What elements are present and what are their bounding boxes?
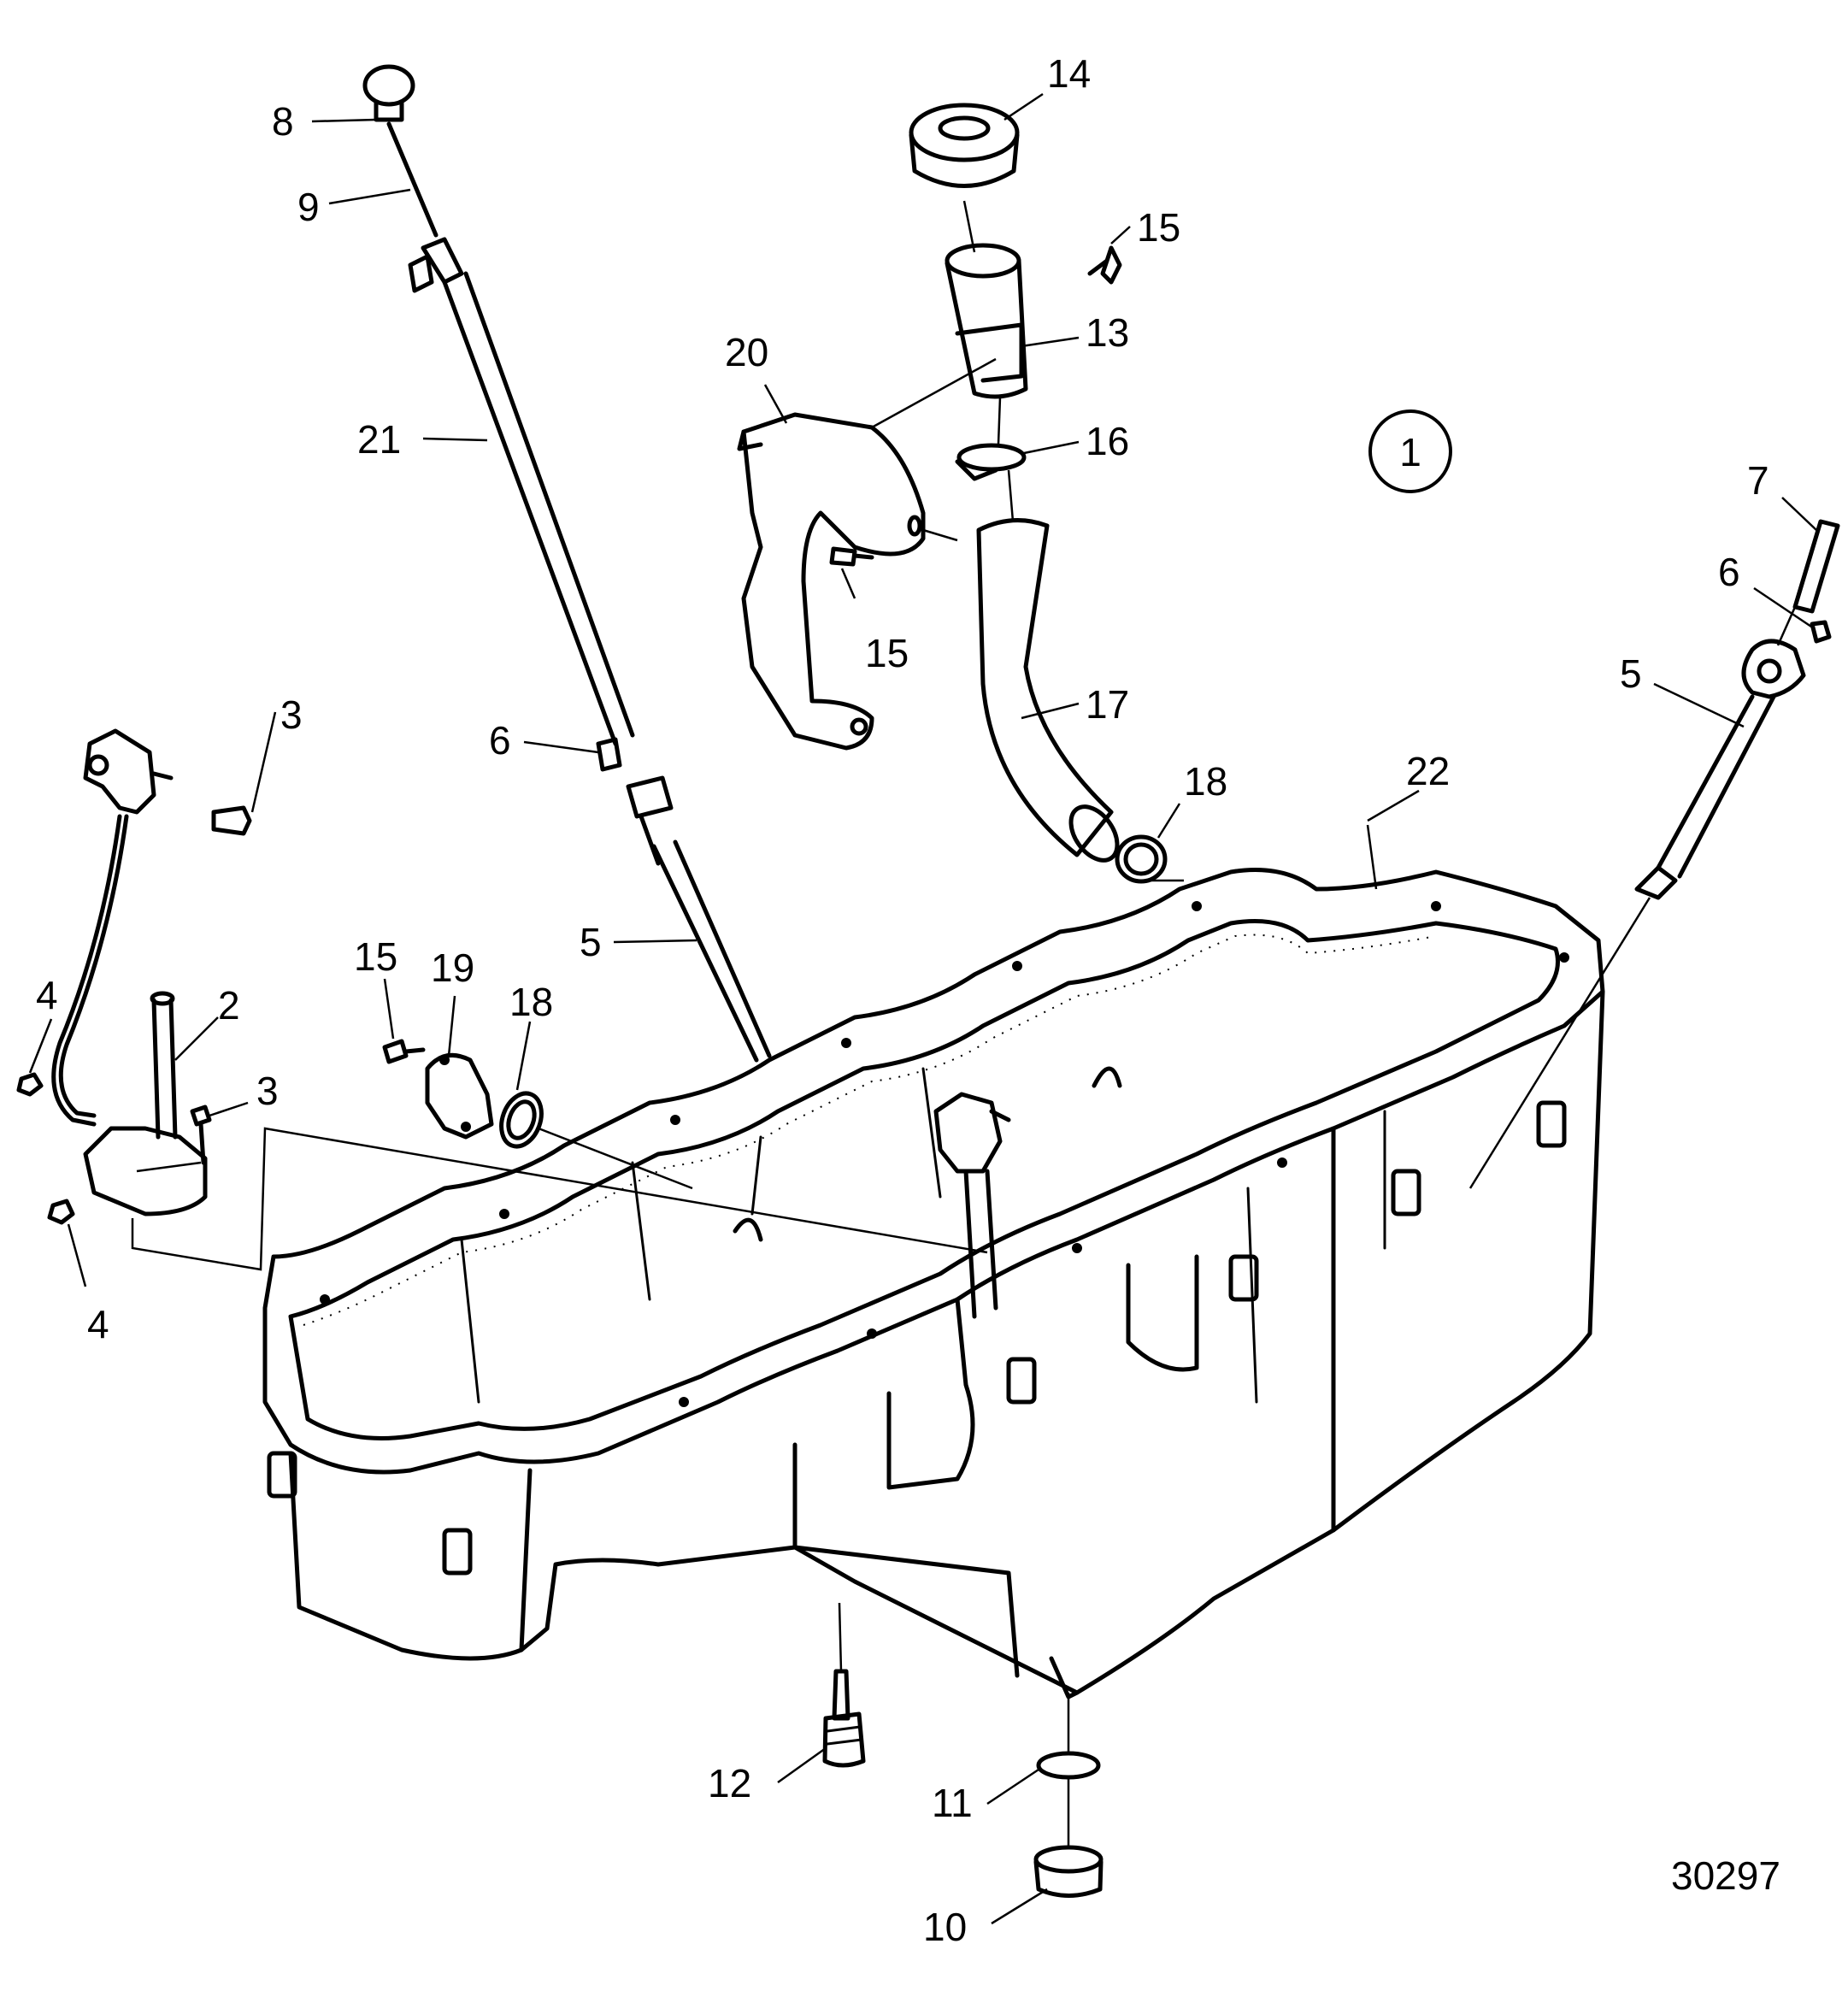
callout-15-upper: 15 [1137,205,1180,250]
callout-15-plate: 15 [354,934,397,979]
callout-2: 2 [218,983,240,1028]
callout-20: 20 [725,330,768,374]
callout-3-lower: 3 [256,1069,279,1113]
callout-labels: 8 9 21 20 14 15 13 16 15 17 7 6 5 3 6 18… [36,51,1769,1949]
flange-studs [267,1100,1567,1576]
view-marker: 1 [1368,409,1452,493]
callout-5-right: 5 [1620,651,1642,696]
callout-15-bracket: 15 [865,631,909,675]
callout-8: 8 [272,99,294,144]
callout-16: 16 [1086,419,1129,463]
callout-14: 14 [1047,51,1091,96]
callout-4-lower: 4 [87,1302,109,1346]
callout-10: 10 [923,1905,967,1949]
callout-11: 11 [932,1781,973,1825]
callout-3-upper: 3 [280,692,303,737]
figure-number: 30297 [1671,1853,1780,1898]
callout-19: 19 [431,945,474,990]
callout-22: 22 [1406,749,1450,793]
drain-components [822,1602,1104,1898]
callout-18-upper: 18 [1184,759,1227,804]
filler-assembly [737,103,1184,884]
callout-9: 9 [297,185,320,229]
oil-pan [262,868,1605,1699]
dipstick-right-assembly [1468,519,1840,1189]
callout-13: 13 [1086,310,1129,355]
callout-4-upper: 4 [36,973,58,1017]
view-marker-number: 1 [1399,430,1421,474]
callout-7: 7 [1747,458,1769,503]
cover-plate-assembly [382,1039,693,1190]
callout-21: 21 [357,417,401,462]
callout-leaders [28,92,1817,1925]
callout-18-plate: 18 [509,980,553,1024]
callout-6-left: 6 [489,718,511,763]
callout-6-right: 6 [1718,550,1740,594]
callout-12: 12 [708,1761,751,1805]
oil-level-sensor-assembly [16,728,1011,1319]
rim-bolt-holes [320,901,1569,1407]
callout-5-left: 5 [580,920,602,964]
callout-17: 17 [1086,682,1129,727]
dipstick-left-assembly [362,64,772,1063]
